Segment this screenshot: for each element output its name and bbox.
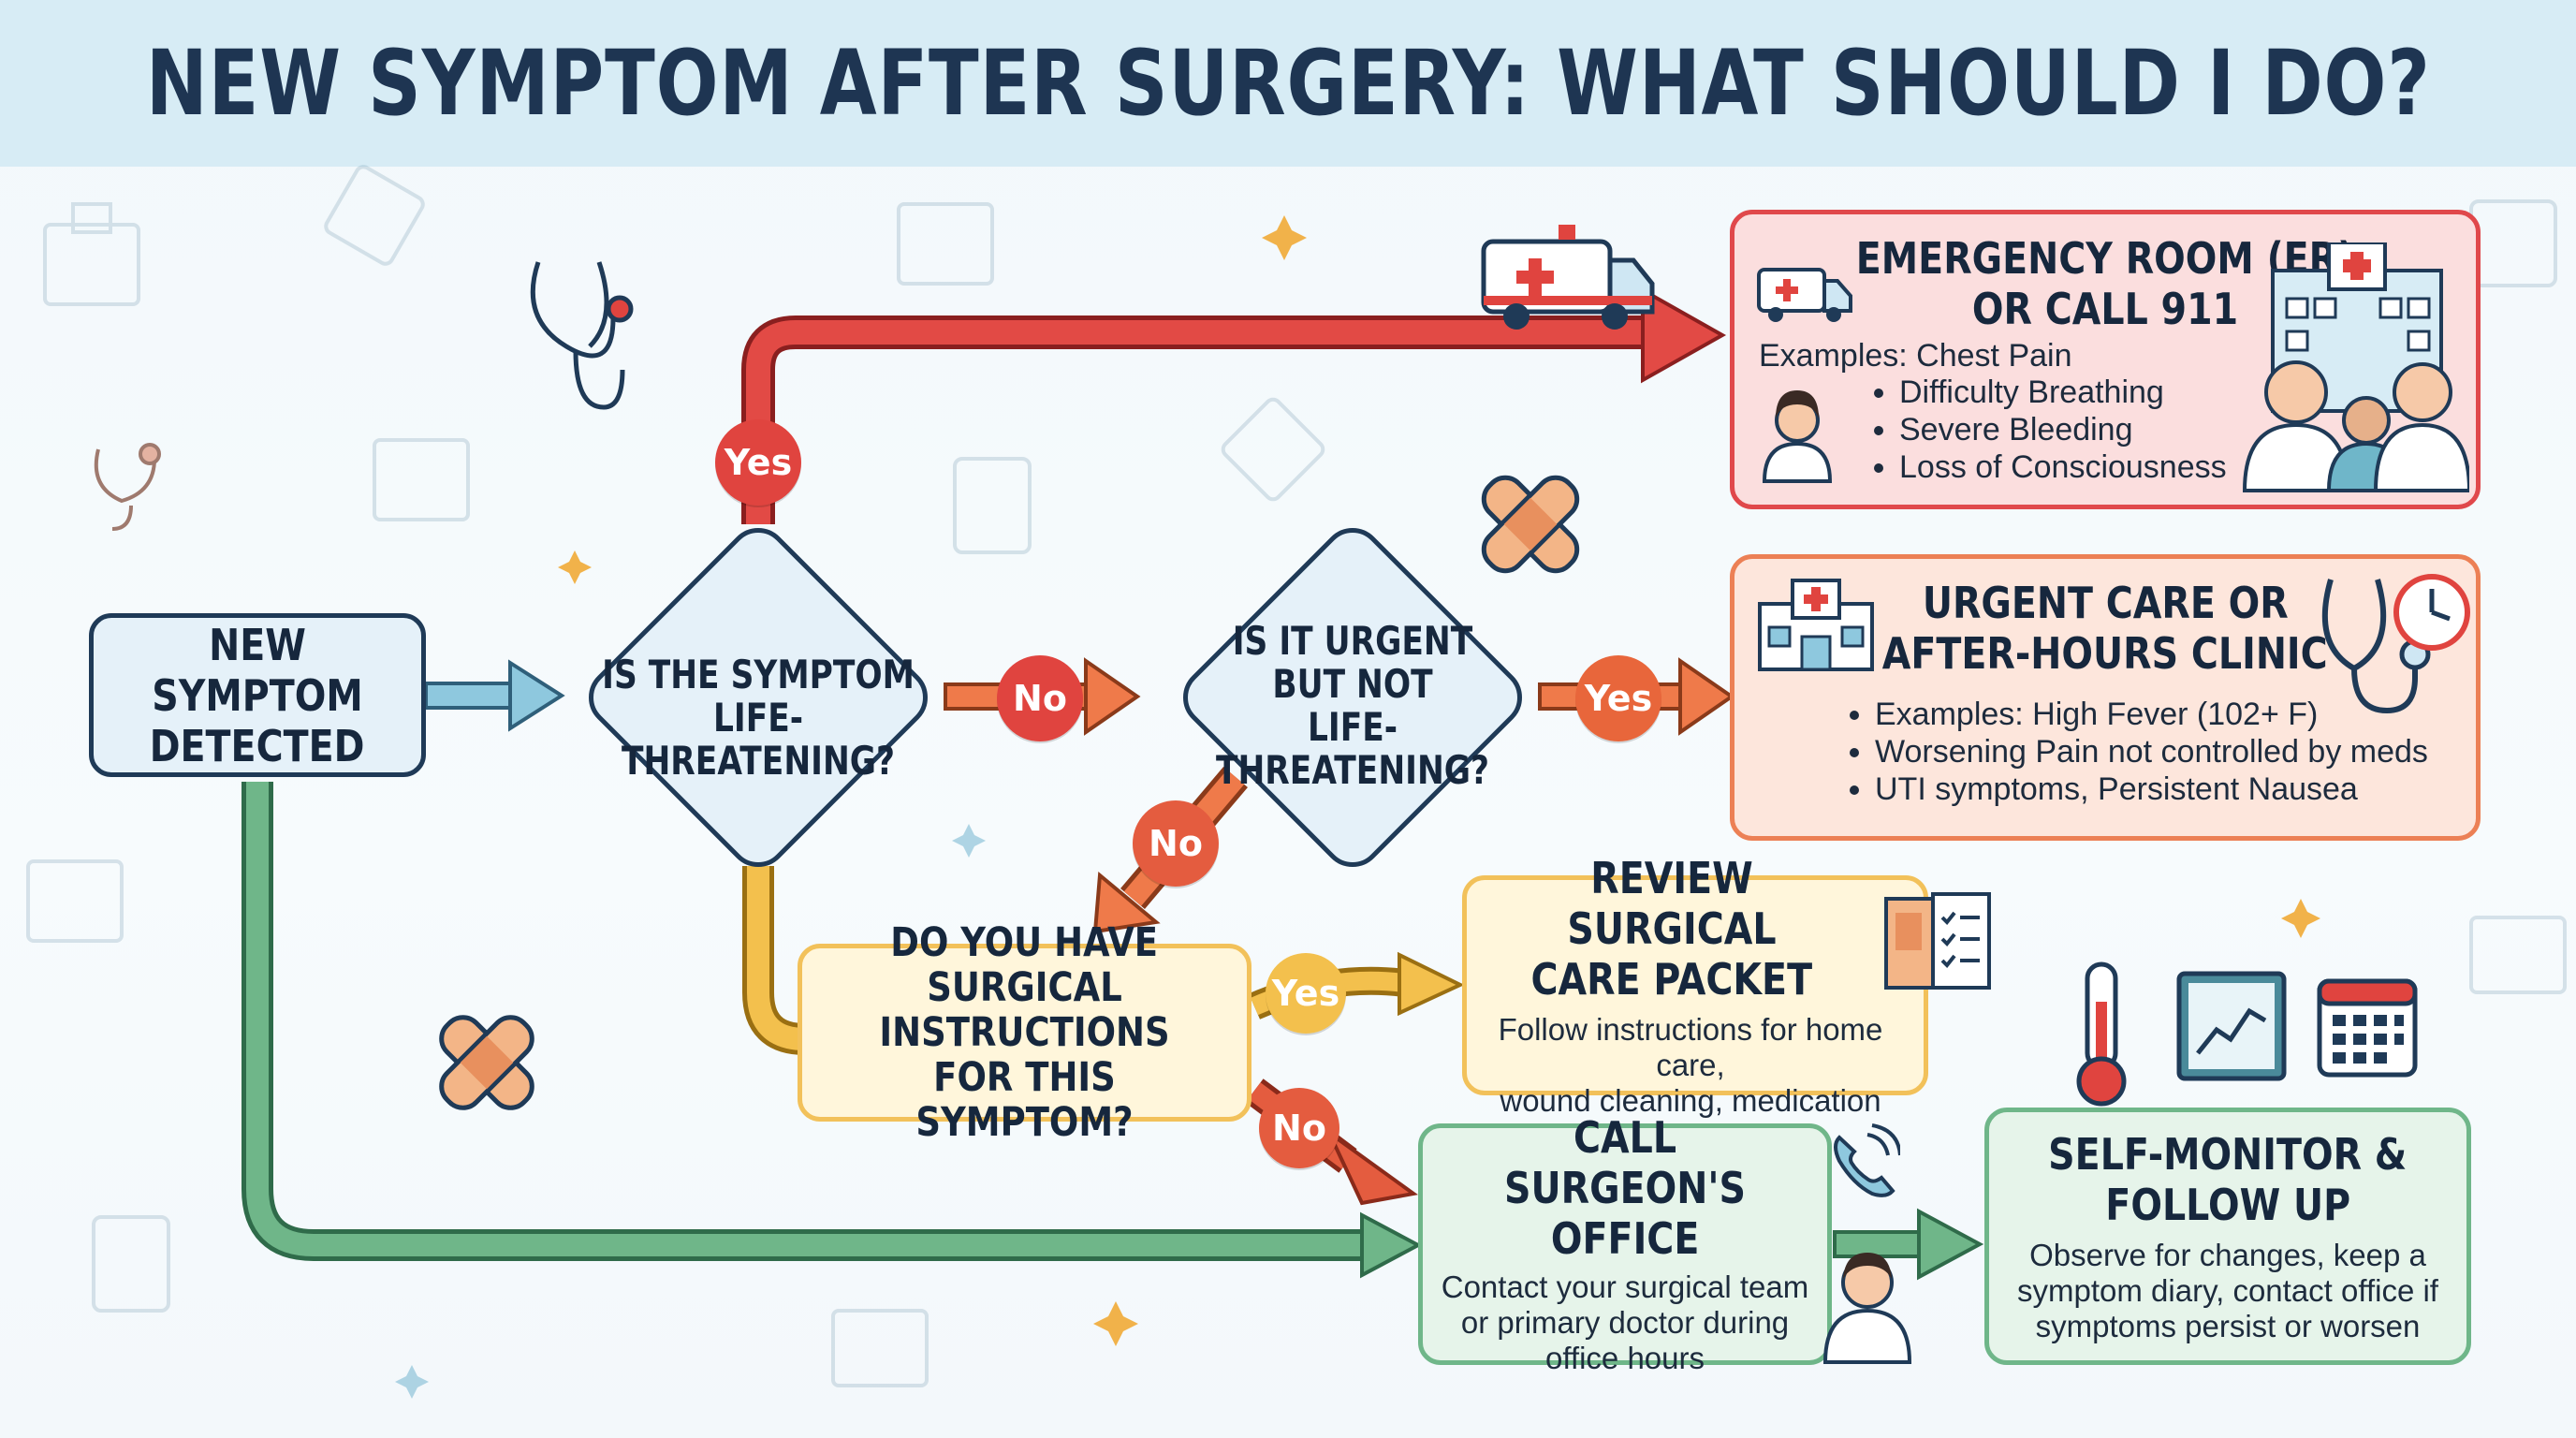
no-badge-q3: No [1259,1088,1339,1168]
urgent-care-node: URGENT CARE OR AFTER-HOURS CLINIC Exampl… [1730,554,2481,841]
clinic-icon [1758,579,1874,671]
list-item: Worsening Pain not controlled by meds [1875,733,2428,770]
ambulance-icon [1757,268,1852,322]
doctor-icon [1822,1253,1912,1364]
start-node: NEW SYMPTOM DETECTED [89,613,426,777]
q1-line2: LIFE-THREATENING? [621,695,896,784]
page-title: NEW SYMPTOM AFTER SURGERY: WHAT SHOULD I… [145,31,2431,136]
list-item: UTI symptoms, Persistent Nausea [1875,770,2428,808]
q2-line3: LIFE-THREATENING? [1215,704,1490,793]
stethoscope-icon [2321,579,2431,714]
call-desc-line3: office hours [1545,1341,1705,1375]
q1-line1: IS THE SYMPTOM [602,652,915,697]
q2-line2: BUT NOT [1272,661,1433,707]
bandage-icon [439,1015,534,1110]
clock-icon [2393,574,2470,651]
stethoscope-icon [94,443,161,531]
header-banner: NEW SYMPTOM AFTER SURGERY: WHAT SHOULD I… [0,0,2576,167]
medical-team-icon [2242,242,2469,492]
q3-node: DO YOU HAVE SURGICAL INSTRUCTIONS FOR TH… [798,920,1251,1145]
decision-diamond-q1 [589,528,928,867]
list-item: Severe Bleeding [1899,411,2227,448]
list-item: Loss of Consciousness [1899,448,2227,486]
q3-line1: DO YOU HAVE [890,919,1159,966]
urgent-title-line2: AFTER-HOURS CLINIC [1882,628,2328,679]
call-title-line1: CALL SURGEON'S [1504,1112,1746,1213]
er-examples-list: Difficulty Breathing Severe Bleeding Los… [1759,374,2227,486]
monitor-title-line2: FOLLOW UP [2105,1179,2350,1230]
urgent-title-line1: URGENT CARE OR [1922,578,2289,628]
yes-badge-q3: Yes [1266,953,1346,1034]
list-item: Examples: High Fever (102+ F) [1875,696,2428,733]
q3-line2: SURGICAL INSTRUCTIONS [879,964,1170,1056]
chart-monitor-icon [2176,971,2287,1081]
er-examples-lead: Examples: Chest Pain [1759,338,2072,374]
q2-text: IS IT URGENT BUT NOT LIFE-THREATENING? [1192,620,1514,792]
checklist-book-icon [1884,892,1991,990]
q1-text: IS THE SYMPTOM LIFE-THREATENING? [597,653,919,783]
monitor-desc-line3: symptoms persist or worsen [2035,1308,2421,1343]
urgent-examples-list: Examples: High Fever (102+ F) Worsening … [1753,696,2428,808]
review-desc-line2: wound cleaning, medication [1500,1082,1881,1118]
doctor-icon [1762,390,1833,483]
q2-line1: IS IT URGENT [1232,618,1473,664]
monitor-desc-line2: symptom diary, contact office if [2017,1272,2438,1308]
monitor-title-line1: SELF-MONITOR & [2048,1128,2408,1180]
no-badge-q1: No [997,655,1083,741]
ambulance-icon [1481,225,1655,330]
er-title-line2: OR CALL 911 [1971,284,2239,334]
call-desc-line1: Contact your surgical team [1441,1269,1809,1304]
thermometer-icon [2076,961,2127,1107]
er-node: EMERGENCY ROOM (ER) OR CALL 911 Examples… [1730,210,2481,509]
review-desc-line1: Follow instructions for home care, [1498,1011,1883,1082]
decision-diamond-q2 [1183,528,1522,867]
start-title-line2: DETECTED [150,720,365,771]
yes-badge-q2: Yes [1575,655,1661,741]
start-title-line1: NEW SYMPTOM [152,619,363,721]
phone-icon [1834,1123,1900,1197]
yes-badge-q1: Yes [715,419,801,506]
review-title-line1: REVIEW SURGICAL [1567,852,1777,954]
call-desc-line2: or primary doctor during [1460,1305,1790,1340]
calendar-icon [2317,978,2418,1078]
review-title-line2: CARE PACKET [1530,953,1813,1005]
stethoscope-icon [530,261,634,410]
q3-line3: FOR THIS SYMPTOM? [915,1054,1134,1146]
list-item: Difficulty Breathing [1899,374,2227,411]
no-badge-q2: No [1133,800,1219,887]
call-title-line2: OFFICE [1550,1213,1700,1264]
sparkle-decorations [558,215,2320,1346]
monitor-desc-line1: Observe for changes, keep a [2029,1237,2426,1272]
self-monitor-node: SELF-MONITOR & FOLLOW UP Observe for cha… [1984,1108,2471,1365]
review-packet-node: REVIEW SURGICAL CARE PACKET Follow instr… [1462,853,1928,1118]
call-surgeon-node: CALL SURGEON'S OFFICE Contact your surgi… [1418,1112,1832,1375]
bandage-icon [1481,475,1580,574]
